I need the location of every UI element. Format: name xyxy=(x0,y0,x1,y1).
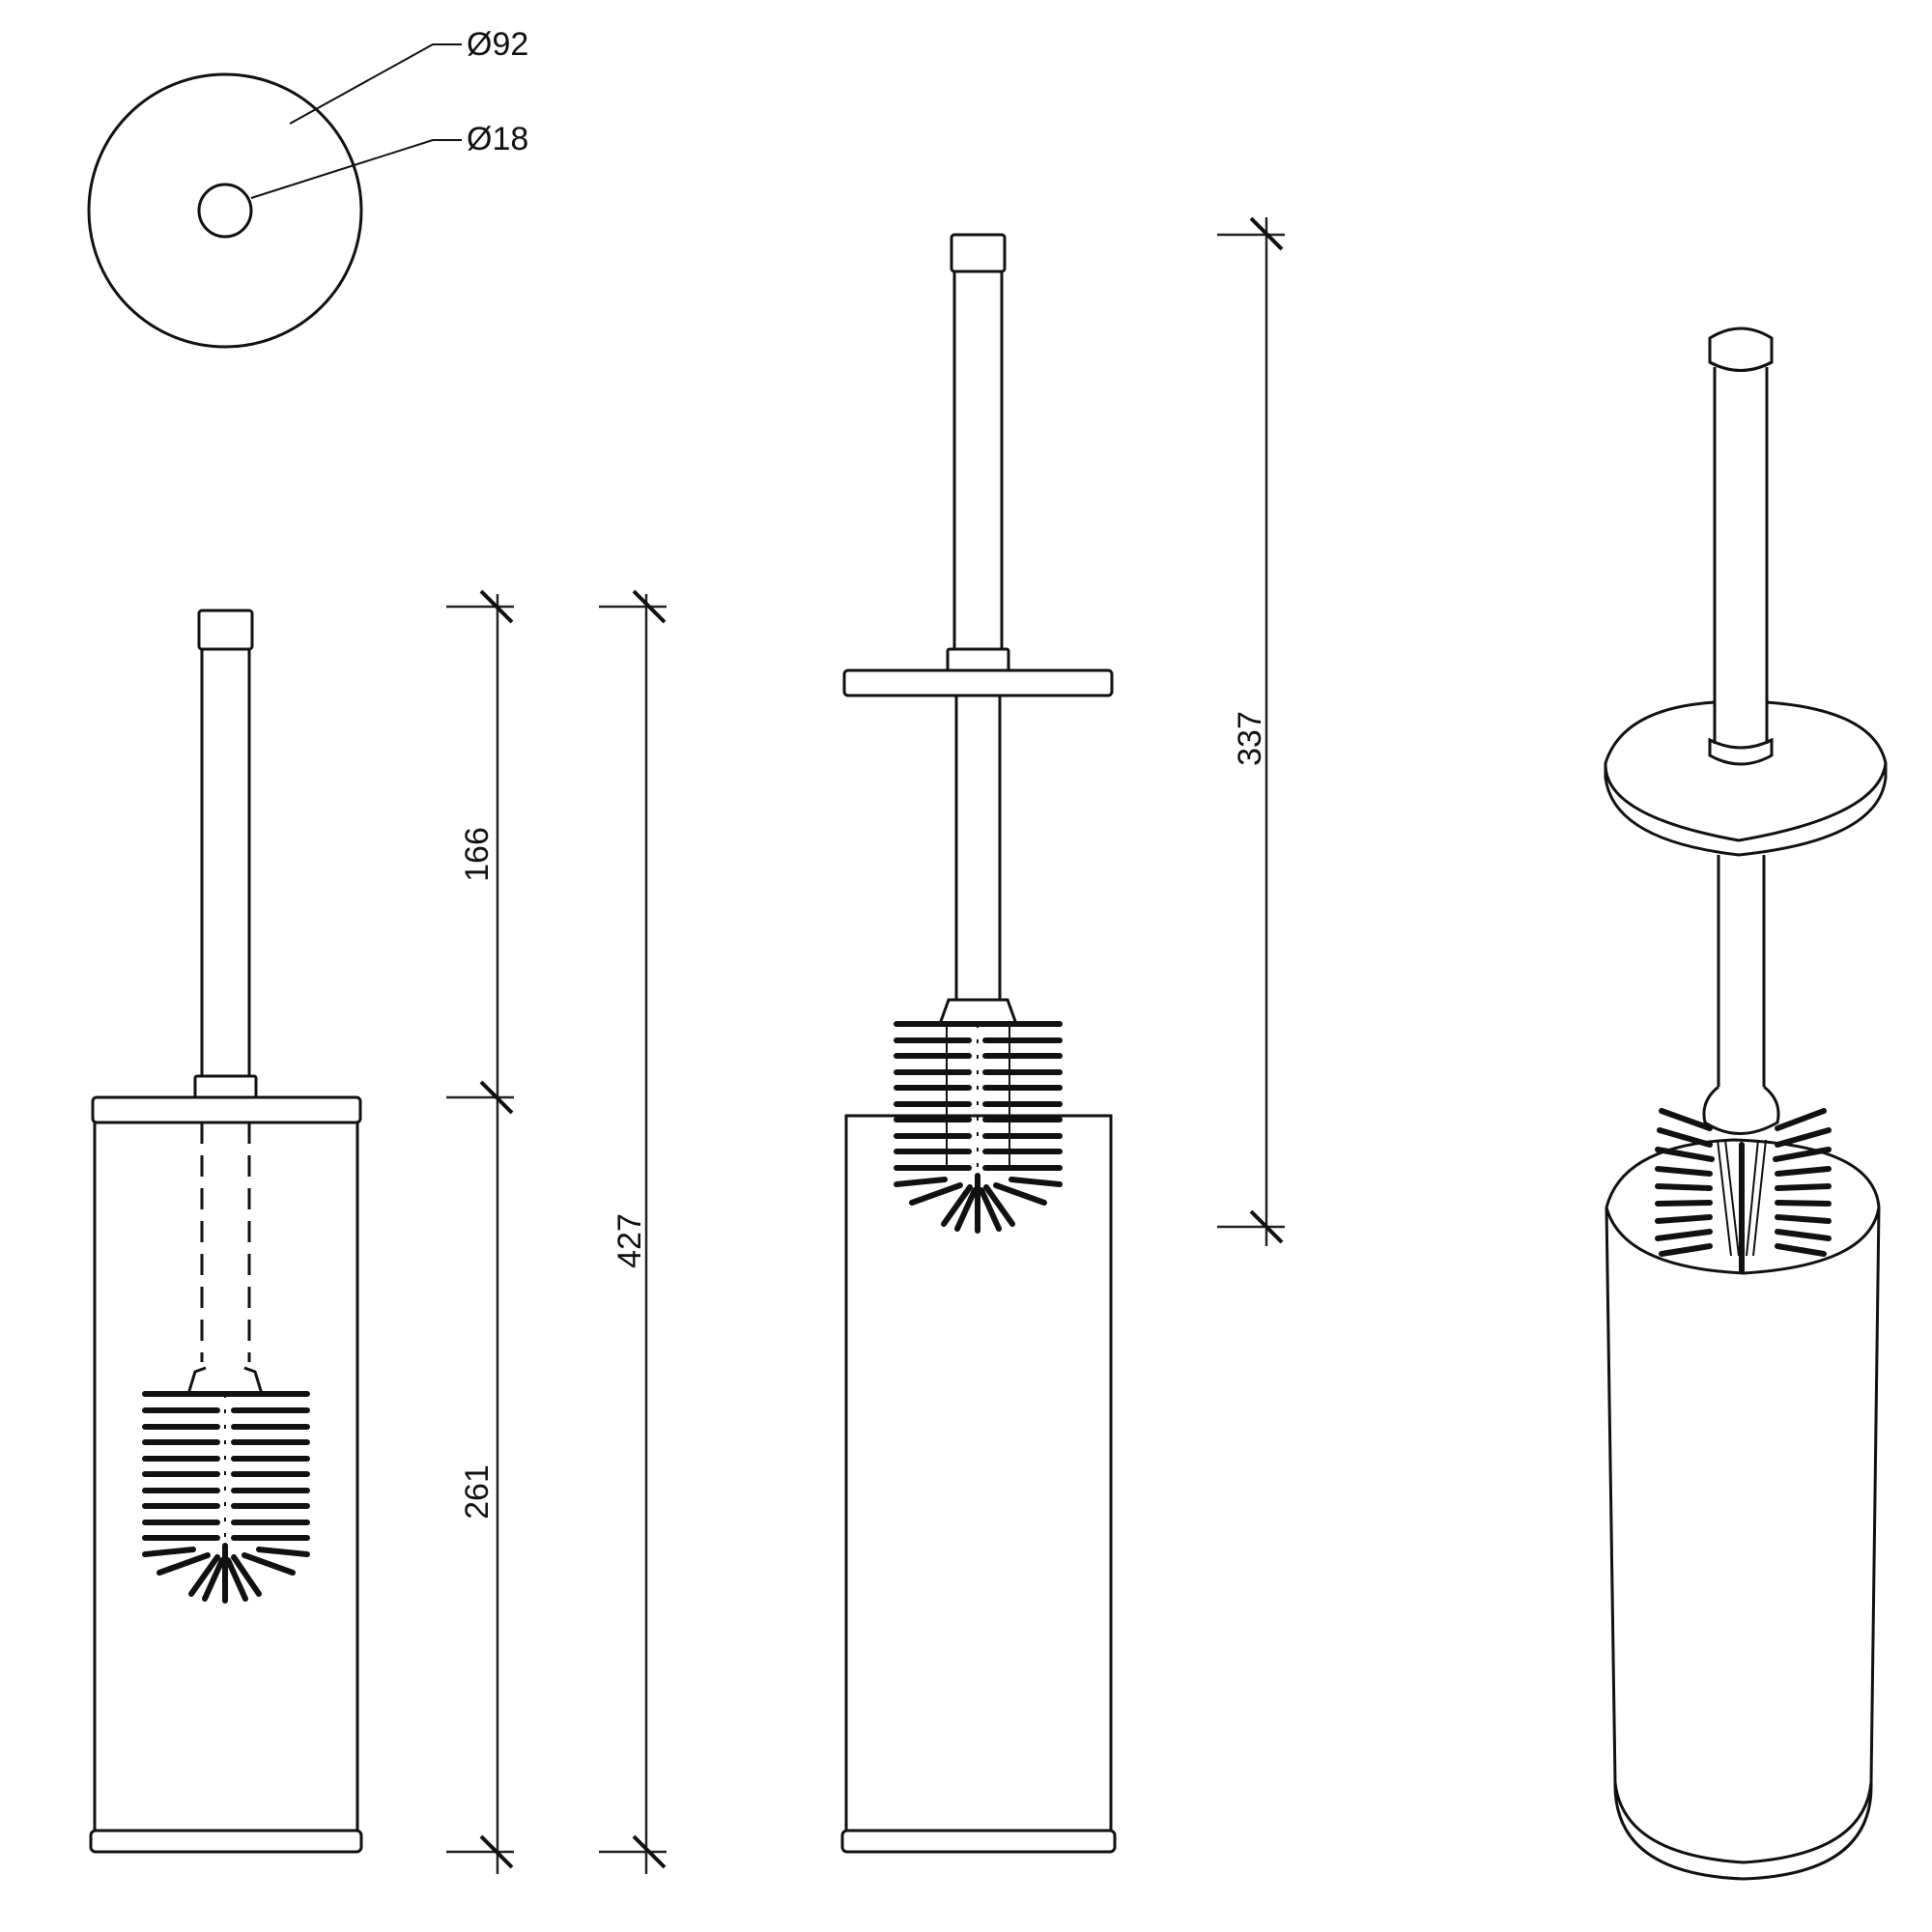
brush-head xyxy=(1655,1108,1832,1273)
dimension-166-261 xyxy=(446,589,514,1874)
leader-inner xyxy=(250,139,462,199)
collar xyxy=(946,647,1010,672)
brush-head xyxy=(894,1021,1063,1234)
perspective-view xyxy=(1604,327,1888,1881)
base-outer xyxy=(1613,1781,1873,1881)
dimension-body-height: 261 xyxy=(458,1464,496,1520)
brush-neck xyxy=(1702,1085,1780,1135)
front-view xyxy=(89,609,363,1854)
brush-head xyxy=(142,1391,310,1604)
front-view-lifted xyxy=(840,233,1117,1854)
collar xyxy=(1708,737,1774,766)
handle-cap xyxy=(1708,327,1774,372)
handle-cap xyxy=(197,609,254,651)
lid xyxy=(91,1095,362,1124)
base xyxy=(840,1829,1117,1854)
dimension-427 xyxy=(599,589,667,1874)
lid xyxy=(1604,700,1888,842)
collar xyxy=(193,1074,258,1099)
dimension-337 xyxy=(1217,216,1285,1246)
base xyxy=(89,1829,363,1854)
outer-circle xyxy=(87,72,363,349)
dimension-total-height: 427 xyxy=(611,1213,648,1268)
brush-neck xyxy=(186,1366,264,1395)
leader-outer xyxy=(289,43,462,125)
dimension-handle-diameter: Ø18 xyxy=(467,121,529,157)
top-view xyxy=(87,43,462,349)
brush-neck xyxy=(938,998,1018,1025)
dimension-lifted-height: 337 xyxy=(1231,711,1268,766)
dimension-handle-height: 166 xyxy=(458,827,496,882)
dimension-outer-diameter: Ø92 xyxy=(467,26,529,63)
handle-cap xyxy=(950,233,1007,273)
base-inner xyxy=(1613,1781,1873,1864)
lid xyxy=(842,668,1114,697)
inner-circle xyxy=(197,183,253,239)
